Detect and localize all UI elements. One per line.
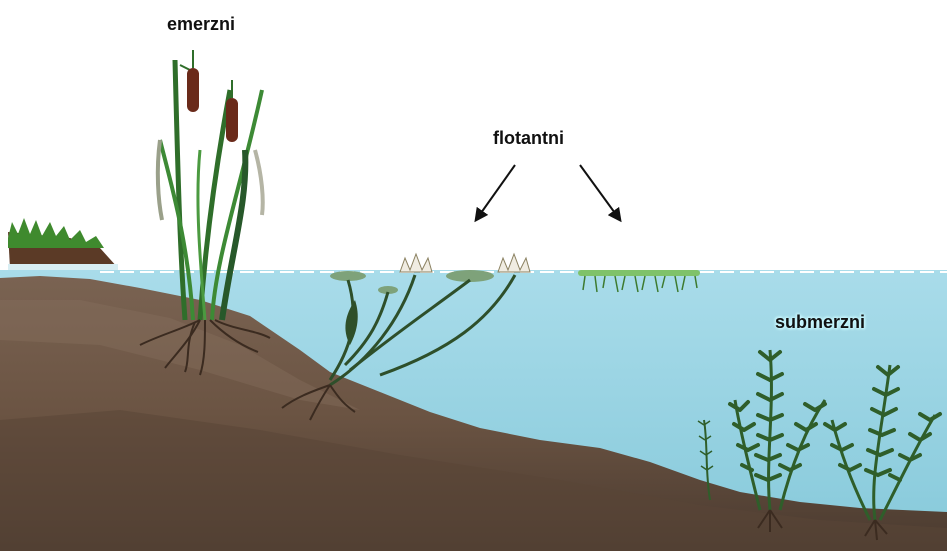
- cattail-head-2: [226, 98, 238, 142]
- arrow-right-icon: [580, 165, 620, 220]
- arrow-left-icon: [476, 165, 515, 220]
- bank-edge: [8, 264, 118, 270]
- label-submerged: submerzni: [775, 312, 865, 333]
- label-floating: flotantni: [493, 128, 564, 149]
- cattail-head-1: [187, 68, 199, 112]
- lily-pad: [330, 271, 366, 281]
- grass-tuft: [8, 218, 104, 248]
- label-emergent: emerzni: [167, 14, 235, 35]
